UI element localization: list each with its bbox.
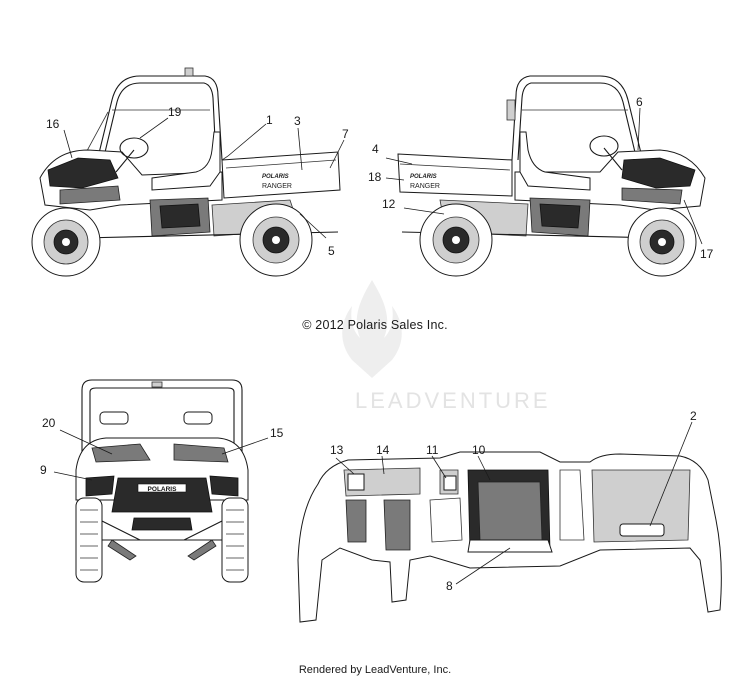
callout-13: 13 [330,443,344,457]
callout-19: 19 [168,105,182,119]
grille-badge: POLARIS [148,486,178,493]
callout-12: 12 [382,197,396,211]
callout-4: 4 [372,142,379,156]
side-view-right: POLARIS RANGER [397,75,706,277]
copyright-notice: © 2012 Polaris Sales Inc. [302,318,448,332]
callout-15: 15 [270,426,284,440]
callout-2: 2 [690,409,697,423]
callout-7: 7 [342,127,349,141]
leader-lines [53,107,703,585]
footer-credit: Rendered by LeadVenture, Inc. [298,664,452,676]
bed-decal-brand-right: POLARIS [410,174,437,180]
bed-decal-brand: POLARIS [262,174,289,180]
callout-16: 16 [46,117,60,131]
callout-5: 5 [328,244,335,258]
dashboard-view [297,451,722,623]
side-view-left: POLARIS RANGER [31,67,341,277]
callout-labels: 1 3 7 5 16 19 4 18 12 6 17 20 15 9 13 14… [40,95,714,593]
rear-wheel-right [419,203,493,277]
callout-20: 20 [42,416,56,430]
front-wheel-right [627,207,697,277]
callout-9: 9 [40,463,47,477]
callout-11: 11 [426,443,439,457]
rear-wheel-left [239,203,313,277]
callout-1: 1 [266,113,273,127]
callout-8: 8 [446,579,453,593]
callout-14: 14 [376,443,390,457]
bed-decal-model-right: RANGER [410,183,440,190]
callout-10: 10 [472,443,486,457]
front-view: POLARIS [75,379,249,583]
watermark-text: LEADVENTURE [355,388,551,413]
watermark-logo [342,280,402,378]
callout-6: 6 [636,95,643,109]
callout-17: 17 [700,247,714,261]
bed-decal-model: RANGER [262,183,292,190]
callout-3: 3 [294,114,301,128]
callout-18: 18 [368,170,382,184]
front-wheel-left [31,207,101,277]
